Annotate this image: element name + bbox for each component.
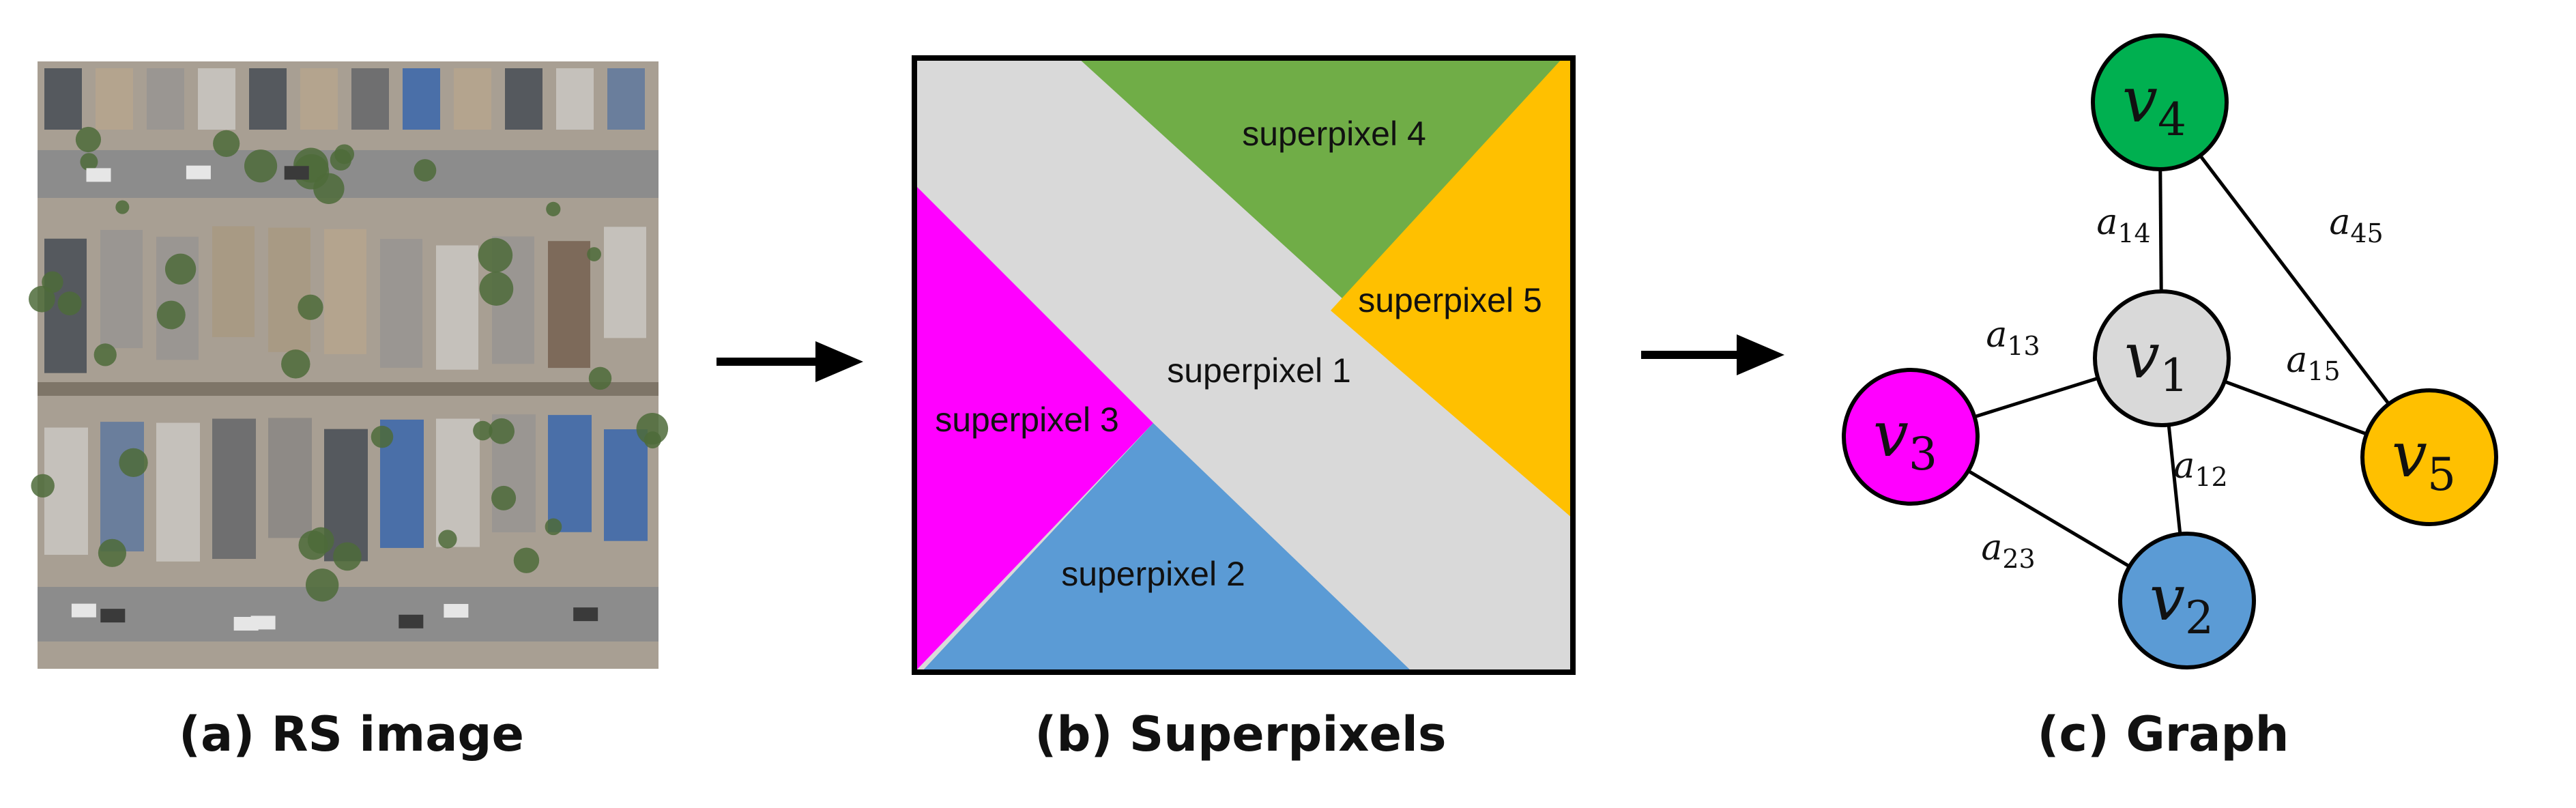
graph-node-v3: v3 (1842, 368, 1980, 506)
edge-label-a13: a13 (1986, 315, 2040, 361)
superpixel-2-region (921, 423, 1413, 672)
node-label-v2: v2 (2150, 562, 2214, 644)
caption-graph: (c) Graph (2037, 706, 2289, 762)
arrow-right-2 (1641, 334, 1784, 375)
panel-superpixels: superpixel 1 superpixel 2 superpixel 3 s… (912, 55, 1576, 762)
graph-nodes: v1 v2 v3 v4 v5 (1842, 33, 2498, 669)
node-label-v1: v1 (2124, 319, 2188, 402)
graph-node-v4: v4 (2091, 33, 2229, 171)
superpixel-map-border (912, 55, 1576, 675)
superpixel-5-label: superpixel 5 (1358, 281, 1542, 319)
superpixel-4-label: superpixel 4 (1242, 115, 1426, 153)
superpixel-5-region (1331, 58, 1573, 519)
node-circle-v3 (1842, 368, 1980, 506)
edge-label-a23: a23 (1981, 528, 2035, 574)
node-label-v3: v3 (1873, 398, 1937, 480)
node-circle-v2 (2118, 532, 2256, 669)
node-circle-v5 (2360, 388, 2498, 526)
panel-graph: a14 a45 a13 a15 a12 a23 v1 v2 v3 v4 v5 (c) Graph (1842, 33, 2498, 762)
arrow-right-1 (717, 341, 863, 382)
node-circle-v4 (2091, 33, 2229, 171)
panel-rs-image: (a) RS image (29, 61, 669, 762)
caption-superpixels: (b) Superpixels (1034, 706, 1446, 762)
edge-label-a12: a12 (2173, 446, 2227, 492)
edge-v4-v5 (2158, 101, 2431, 459)
superpixel-1-label: superpixel 1 (1167, 351, 1351, 390)
node-label-v4: v4 (2122, 63, 2186, 146)
graph-node-v2: v2 (2118, 532, 2256, 669)
edge-label-a45: a45 (2329, 202, 2383, 248)
caption-rs-image: (a) RS image (179, 706, 524, 762)
edge-label-a14: a14 (2096, 202, 2150, 248)
superpixel-3-region (914, 184, 1153, 672)
node-circle-v1 (2093, 289, 2231, 427)
graph-node-v1: v1 (2093, 289, 2231, 427)
edge-label-a15: a15 (2286, 340, 2340, 386)
graph-edge-labels: a14 a45 a13 a15 a12 a23 (1981, 202, 2383, 574)
superpixel-map: superpixel 1 superpixel 2 superpixel 3 s… (912, 55, 1576, 675)
graph-node-v5: v5 (2360, 388, 2498, 526)
node-label-v5: v5 (2392, 418, 2456, 501)
rs-aerial-image (29, 61, 669, 669)
superpixel-2-label: superpixel 2 (1061, 555, 1245, 593)
superpixel-3-label: superpixel 3 (935, 401, 1119, 439)
superpixel-4-region (1078, 58, 1563, 300)
